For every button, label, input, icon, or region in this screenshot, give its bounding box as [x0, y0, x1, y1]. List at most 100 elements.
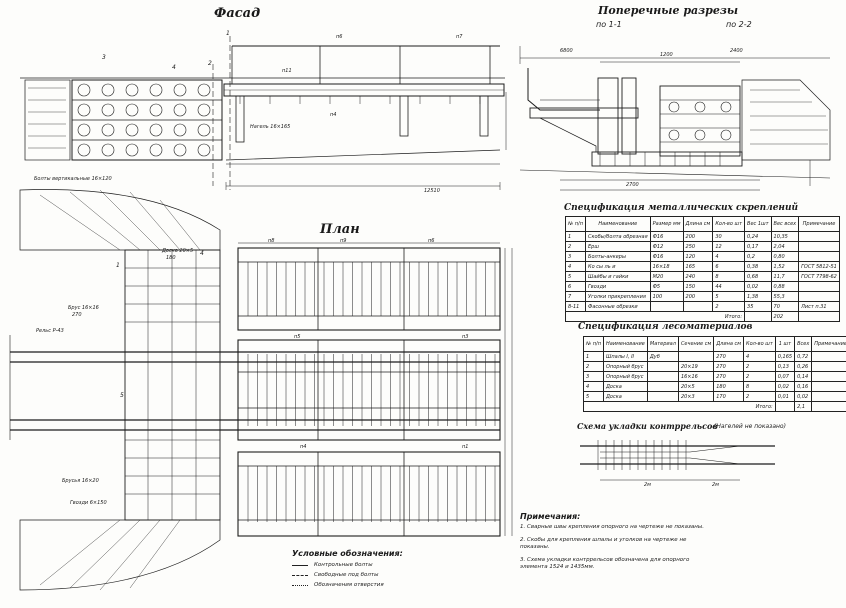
facade-label-p11: п11 [282, 68, 292, 74]
facade-span-dim: 12510 [424, 188, 440, 194]
facade-label-p7: п7 [456, 34, 463, 40]
plan-label-p5: п5 [294, 334, 301, 340]
plan-label-plank-len: 180 [166, 255, 176, 261]
timber-spec-cell: 270 [713, 351, 745, 362]
metal-spec-cell: 165 [682, 261, 714, 272]
metal-spec-col-header: Длина см [682, 216, 714, 232]
metal-spec-cell: 2,04 [770, 241, 800, 252]
metal-spec-col-header: № п/п [564, 216, 587, 232]
timber-spec-col-header: Кол-во шт [743, 336, 776, 352]
metal-spec-cell: 5 [564, 271, 587, 282]
metal-spec-cell: 0,80 [770, 251, 800, 262]
metal-spec-cell: 44 [712, 281, 746, 292]
timber-spec-cell: 0,01 [774, 391, 796, 402]
timber-spec-cell [646, 361, 679, 372]
counter-rail-scheme [580, 440, 775, 481]
timber-spec-cell: 2 [743, 371, 776, 382]
metal-spec-cell [649, 301, 684, 312]
metal-spec-cell: 0,38 [744, 261, 772, 272]
timber-spec-cell: 5 [582, 391, 605, 402]
plan-callout-1: 1 [116, 262, 120, 269]
metal-spec-cell: 8 [712, 271, 746, 282]
metal-spec-cell [798, 241, 840, 252]
plan-title: План [320, 222, 360, 237]
plan-callout-4: 4 [200, 250, 204, 257]
facade-section-mark-1: 1 [226, 30, 230, 37]
scheme-dim-a: 2м [644, 482, 651, 488]
timber-spec-cell [811, 351, 846, 362]
timber-spec-col-header: 1 шт [774, 336, 796, 352]
metal-spec-cell: 70 [770, 301, 800, 312]
timber-spec-cell: 0,165 [774, 351, 796, 362]
plan-label-plank: Доска 20×5 [162, 248, 194, 254]
metal-spec-cell: М20 [649, 271, 684, 282]
timber-spec-cell: Опорный брус [603, 371, 648, 382]
timber-spec-cell: 170 [713, 391, 745, 402]
timber-spec-cell [811, 381, 846, 392]
timber-spec-cell: 20×3 [677, 391, 715, 402]
plan-label-p4: п4 [300, 444, 307, 450]
plan-panel-bottom [237, 451, 501, 537]
timber-spec-cell: 2 [743, 361, 776, 372]
metal-spec-cell: Ерш [585, 241, 651, 252]
facade-label-bolts: Болты вертикальные 16×120 [34, 176, 112, 182]
metal-spec-cell: Гвозди [585, 281, 651, 292]
cross-sections-view [519, 46, 831, 191]
metal-spec-cell: 4 [564, 261, 587, 272]
metal-spec-cell: 11,7 [770, 271, 800, 282]
timber-spec-cell: 20×5 [677, 381, 715, 392]
section-2-label: по 2-2 [726, 20, 752, 29]
metal-spec-cell: 2 [712, 301, 746, 312]
metal-spec-cell: ГОСТ 7798-62 [798, 271, 840, 282]
metal-spec-cell: 1,52 [770, 261, 800, 272]
plan-callout-5: 5 [120, 392, 124, 399]
metal-spec-cell: 10,35 [770, 231, 800, 242]
section-total-dim: 2700 [626, 182, 639, 188]
facade-label-nagel: Нагель 16×165 [250, 124, 291, 130]
facade-section-mark-2: 2 [208, 60, 212, 67]
timber-spec-cell: Доска [603, 391, 648, 402]
legend-label: Контрольные болты [314, 562, 373, 568]
timber-spec-cell: Шпалы I, II [603, 351, 648, 362]
section-1-label: по 1-1 [596, 20, 622, 29]
notes-heading: Примечания: [520, 512, 581, 521]
metal-spec-cell: Шайбы и гайки [585, 271, 651, 282]
timber-spec-cell: 3 [582, 371, 605, 382]
legend-item: Контрольные болты [292, 560, 403, 570]
metal-spec-col-header: Размер мм [649, 216, 684, 232]
timber-spec-cell: Доска [603, 381, 648, 392]
metal-spec-cell: 0,24 [744, 231, 772, 242]
plan-label-p3: п3 [462, 334, 469, 340]
plan-label-rail: Рельс Р-43 [36, 328, 64, 334]
metal-spec-col-header: Вес 1шт [744, 216, 772, 232]
timber-spec-cell [811, 391, 846, 402]
timber-spec-col-header: Примечание [811, 336, 846, 352]
timber-spec-cell [811, 361, 846, 372]
timber-spec-cell [811, 371, 846, 382]
plan-view [9, 189, 513, 591]
metal-spec-cell: 3 [564, 251, 587, 262]
timber-spec-cell: 270 [713, 361, 745, 372]
note-item: 3. Схема укладки контррельсов обозначена… [520, 557, 690, 570]
metal-spec-cell: 55,3 [770, 291, 800, 302]
metal-spec-cell: 16×18 [649, 261, 684, 272]
legend-item: Свободные под болты [292, 570, 403, 580]
timber-spec-cell: 0,26 [794, 361, 813, 372]
scheme-dim-b: 2м [712, 482, 719, 488]
timber-spec-col-header: Материал [646, 336, 679, 352]
metal-spec-cell: Уголки прикрепления [585, 291, 651, 302]
timber-spec-cell: 0,13 [774, 361, 796, 372]
metal-spec-cell: Лист п.31 [798, 301, 840, 312]
metal-spec-cell: 240 [682, 271, 714, 282]
metal-spec-cell: ГОСТ 5812-51 [798, 261, 840, 272]
timber-spec-cell: 1 [582, 351, 605, 362]
